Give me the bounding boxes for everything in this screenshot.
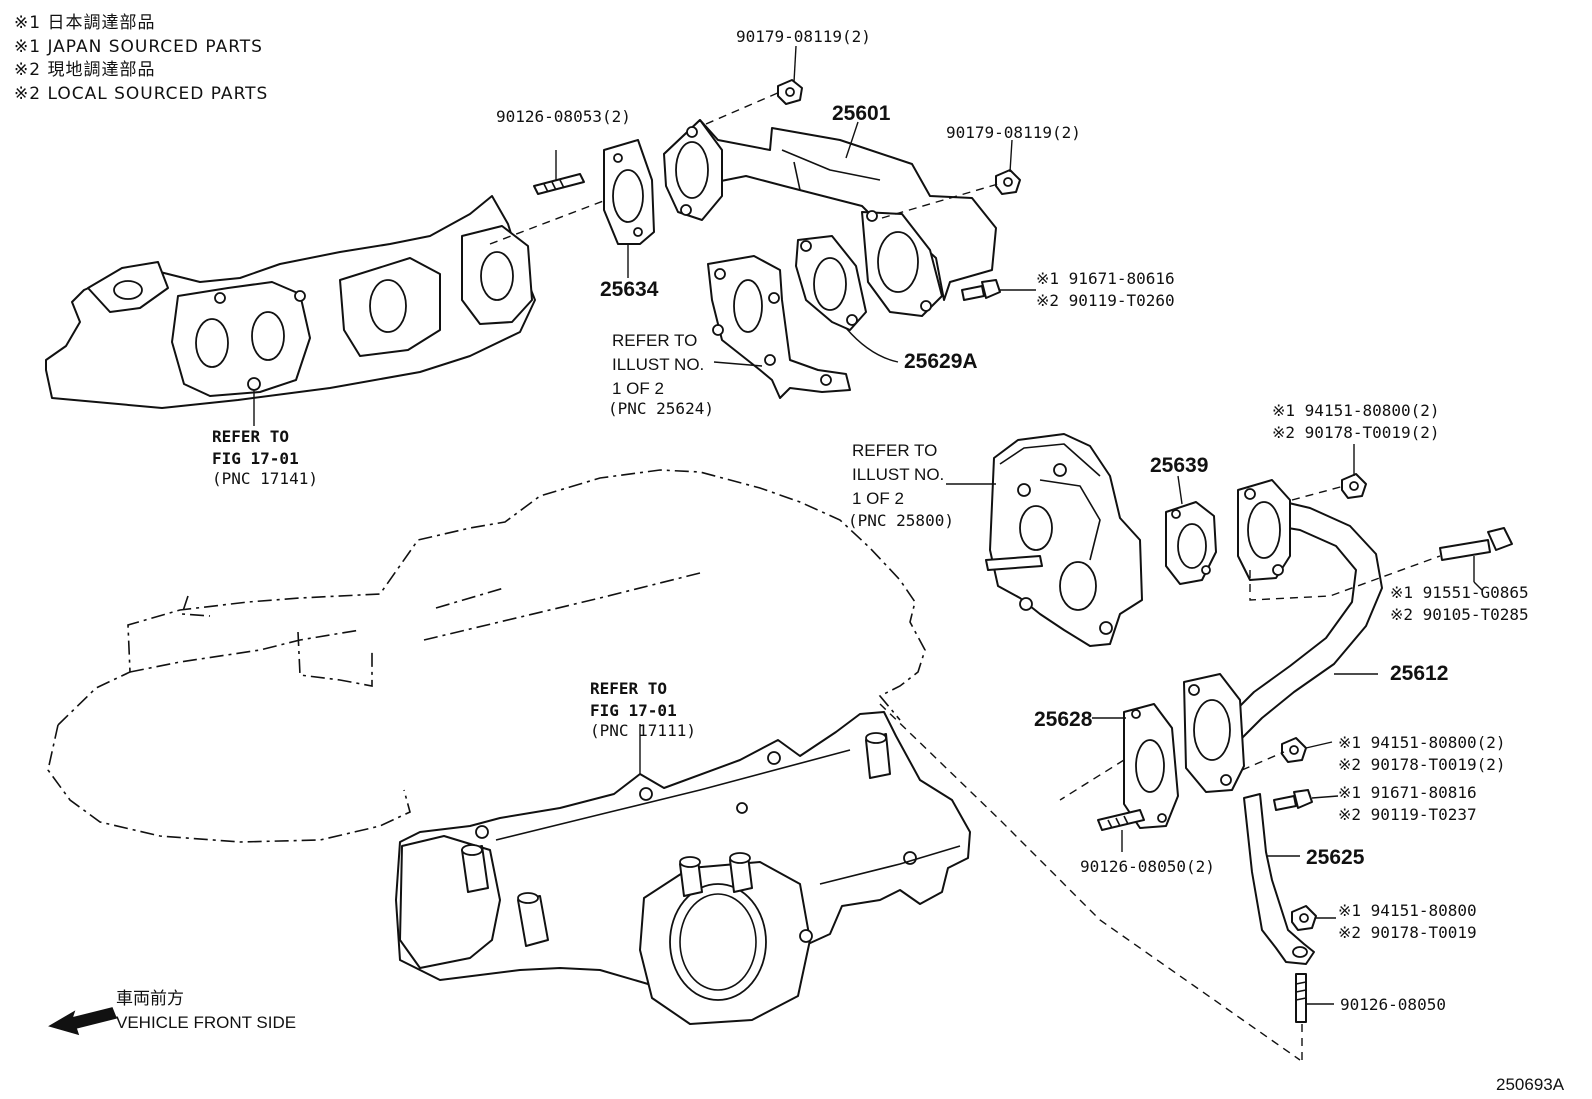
label-ref-fig-2c: (PNC 17111) bbox=[590, 721, 696, 740]
engine-outline bbox=[47, 469, 926, 843]
egr-bracket-ref-25624 bbox=[707, 255, 851, 399]
label-90119-t0260: ※2 90119-T0260 bbox=[1036, 291, 1175, 310]
egr-pipe-25601 bbox=[663, 119, 997, 317]
label-90126-08053: 90126-08053(2) bbox=[496, 107, 631, 126]
label-ref-illust-2d: (PNC 25800) bbox=[848, 511, 954, 530]
label-94151-80800-lower: ※1 94151-80800 bbox=[1338, 901, 1477, 920]
label-90179-08119-right: 90179-08119(2) bbox=[946, 123, 1081, 142]
note-2-jp: ※2 現地調達部品 bbox=[14, 60, 155, 80]
label-91671-80816: ※1 91671-80816 bbox=[1338, 783, 1477, 802]
gasket-25634 bbox=[603, 139, 655, 278]
label-ref-illust-2b: ILLUST NO. bbox=[852, 465, 944, 484]
egr-valve-ref-25800 bbox=[946, 433, 1143, 647]
label-front-en: VEHICLE FRONT SIDE bbox=[116, 1013, 296, 1032]
label-ref-fig-1c: (PNC 17141) bbox=[212, 469, 318, 488]
label-94151-80800-top: ※1 94151-80800(2) bbox=[1272, 401, 1440, 420]
label-90105-t0285: ※2 90105-T0285 bbox=[1390, 605, 1529, 624]
exhaust-manifold bbox=[45, 195, 536, 409]
gasket-25629a bbox=[795, 235, 899, 363]
bolt-91671-80816 bbox=[1273, 789, 1339, 811]
egr-pipe-25612 bbox=[1183, 479, 1383, 793]
bolt-91551-g0865 bbox=[1249, 527, 1513, 601]
label-ref-fig-1b: FIG 17-01 bbox=[212, 449, 299, 468]
label-90119-t0237: ※2 90119-T0237 bbox=[1338, 805, 1477, 824]
note-1-jp: ※1 日本調達部品 bbox=[14, 13, 155, 33]
stud-90126-08050-pair bbox=[1097, 809, 1145, 852]
label-90178-t0019-mid: ※2 90178-T0019(2) bbox=[1338, 755, 1506, 774]
label-25634: 25634 bbox=[600, 278, 659, 301]
stud-90126-08053 bbox=[489, 150, 607, 245]
label-front-jp: 車両前方 bbox=[116, 989, 184, 1008]
label-ref-illust-2c: 1 OF 2 bbox=[852, 489, 904, 508]
label-ref-illust-2: REFER TO bbox=[852, 441, 937, 460]
label-ref-fig-2: REFER TO bbox=[590, 679, 667, 698]
label-ref-fig-2b: FIG 17-01 bbox=[590, 701, 677, 720]
label-90179-08119-top: 90179-08119(2) bbox=[736, 27, 871, 46]
label-25601: 25601 bbox=[832, 102, 891, 125]
label-90178-t0019-top: ※2 90178-T0019(2) bbox=[1272, 423, 1440, 442]
gasket-25628 bbox=[1059, 703, 1179, 829]
part-labels: 90179-08119(2) 90126-08053(2) 25601 9017… bbox=[116, 27, 1565, 1094]
label-91671-80616: ※1 91671-80616 bbox=[1036, 269, 1175, 288]
nut-94151-top bbox=[1291, 444, 1367, 501]
label-25629a: 25629A bbox=[904, 350, 978, 373]
label-ref-illust-1b: ILLUST NO. bbox=[612, 355, 704, 374]
gasket-25639 bbox=[1165, 475, 1217, 585]
label-91551-g0865: ※1 91551-G0865 bbox=[1390, 583, 1529, 602]
label-ref-illust-1d: (PNC 25624) bbox=[608, 399, 714, 418]
vehicle-front-arrow bbox=[48, 1007, 118, 1036]
label-90126-08050-pair: 90126-08050(2) bbox=[1080, 857, 1215, 876]
label-ref-illust-1: REFER TO bbox=[612, 331, 697, 350]
label-25612: 25612 bbox=[1390, 662, 1448, 685]
nut-90179-right bbox=[881, 139, 1021, 219]
label-ref-fig-1: REFER TO bbox=[212, 427, 289, 446]
nut-94151-lower bbox=[1291, 905, 1336, 931]
illustration-id: 250693A bbox=[1496, 1075, 1565, 1094]
sourcing-notes: ※1 日本調達部品 ※1 JAPAN SOURCED PARTS ※2 現地調達… bbox=[14, 13, 268, 104]
label-25639: 25639 bbox=[1150, 454, 1208, 477]
label-90126-08050-bottom: 90126-08050 bbox=[1340, 995, 1446, 1014]
label-25625: 25625 bbox=[1306, 846, 1365, 869]
note-1-en: ※1 JAPAN SOURCED PARTS bbox=[14, 37, 263, 57]
label-94151-80800-mid: ※1 94151-80800(2) bbox=[1338, 733, 1506, 752]
bolt-91671-80616 bbox=[961, 279, 1036, 301]
intake-manifold bbox=[395, 711, 971, 1025]
label-90178-t0019-lower: ※2 90178-T0019 bbox=[1338, 923, 1477, 942]
stud-90126-08050-bottom bbox=[1295, 973, 1334, 1060]
nut-90179-top bbox=[705, 45, 803, 125]
bracket-25625 bbox=[1243, 793, 1315, 965]
label-ref-illust-1c: 1 OF 2 bbox=[612, 379, 664, 398]
label-25628: 25628 bbox=[1034, 708, 1093, 731]
nut-94151-mid bbox=[1241, 737, 1333, 771]
note-2-en: ※2 LOCAL SOURCED PARTS bbox=[14, 84, 268, 104]
